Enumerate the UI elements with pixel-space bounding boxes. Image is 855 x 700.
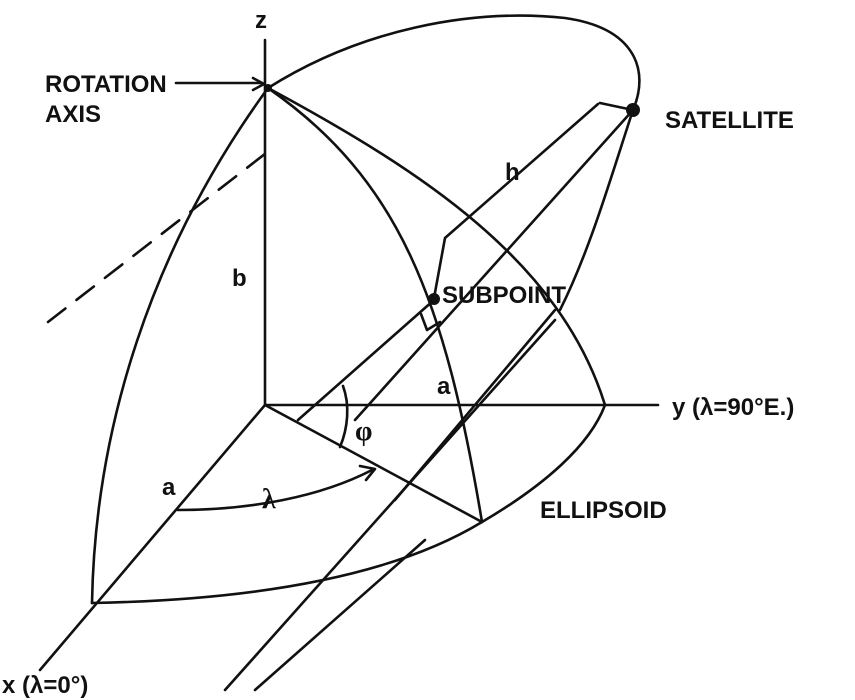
phi-label: φ bbox=[355, 416, 372, 447]
rotation-axis-label-line1: ROTATION bbox=[45, 71, 167, 98]
satellite-point bbox=[626, 103, 640, 117]
x-axis-line bbox=[38, 403, 267, 672]
lambda-label: λ bbox=[262, 484, 276, 515]
a-y-label: a bbox=[437, 373, 451, 400]
y-axis-label: y (λ=90°E.) bbox=[672, 394, 794, 421]
normal-line bbox=[296, 298, 436, 422]
meridian-plane-line bbox=[263, 403, 484, 524]
lambda-arrowhead bbox=[358, 464, 377, 482]
satellite-nadir-line bbox=[353, 108, 635, 422]
satellite-orbit-lower bbox=[558, 108, 635, 312]
subpoint-point bbox=[428, 293, 440, 305]
nadir-continuation bbox=[253, 538, 427, 692]
satellite-orbit-upper bbox=[266, 14, 641, 112]
right-angle-marker bbox=[419, 312, 442, 332]
h-label: h bbox=[505, 159, 520, 186]
meridian-x bbox=[90, 86, 270, 605]
rotation-axis-arrowhead bbox=[251, 76, 266, 92]
meridian-subpoint bbox=[266, 86, 484, 524]
b-label: b bbox=[232, 265, 247, 292]
satellite-label: SATELLITE bbox=[665, 107, 794, 134]
equator-arc-x bbox=[90, 520, 484, 605]
meridian-y bbox=[266, 86, 607, 407]
lambda-arc bbox=[176, 468, 374, 512]
a-x-label: a bbox=[162, 474, 176, 501]
subpoint-label: SUBPOINT bbox=[442, 282, 566, 309]
x-axis-label: x (λ=0°) bbox=[2, 672, 88, 699]
orbit-dashed-line bbox=[46, 148, 272, 324]
z-axis-label: z bbox=[255, 7, 267, 34]
rotation-axis-label-line2: AXIS bbox=[45, 101, 101, 128]
pole-point bbox=[264, 84, 272, 92]
phi-arc bbox=[338, 384, 349, 449]
front-diagonal-2 bbox=[223, 318, 557, 692]
ellipsoid-label: ELLIPSOID bbox=[540, 497, 667, 524]
equator-arc-y bbox=[480, 403, 607, 524]
